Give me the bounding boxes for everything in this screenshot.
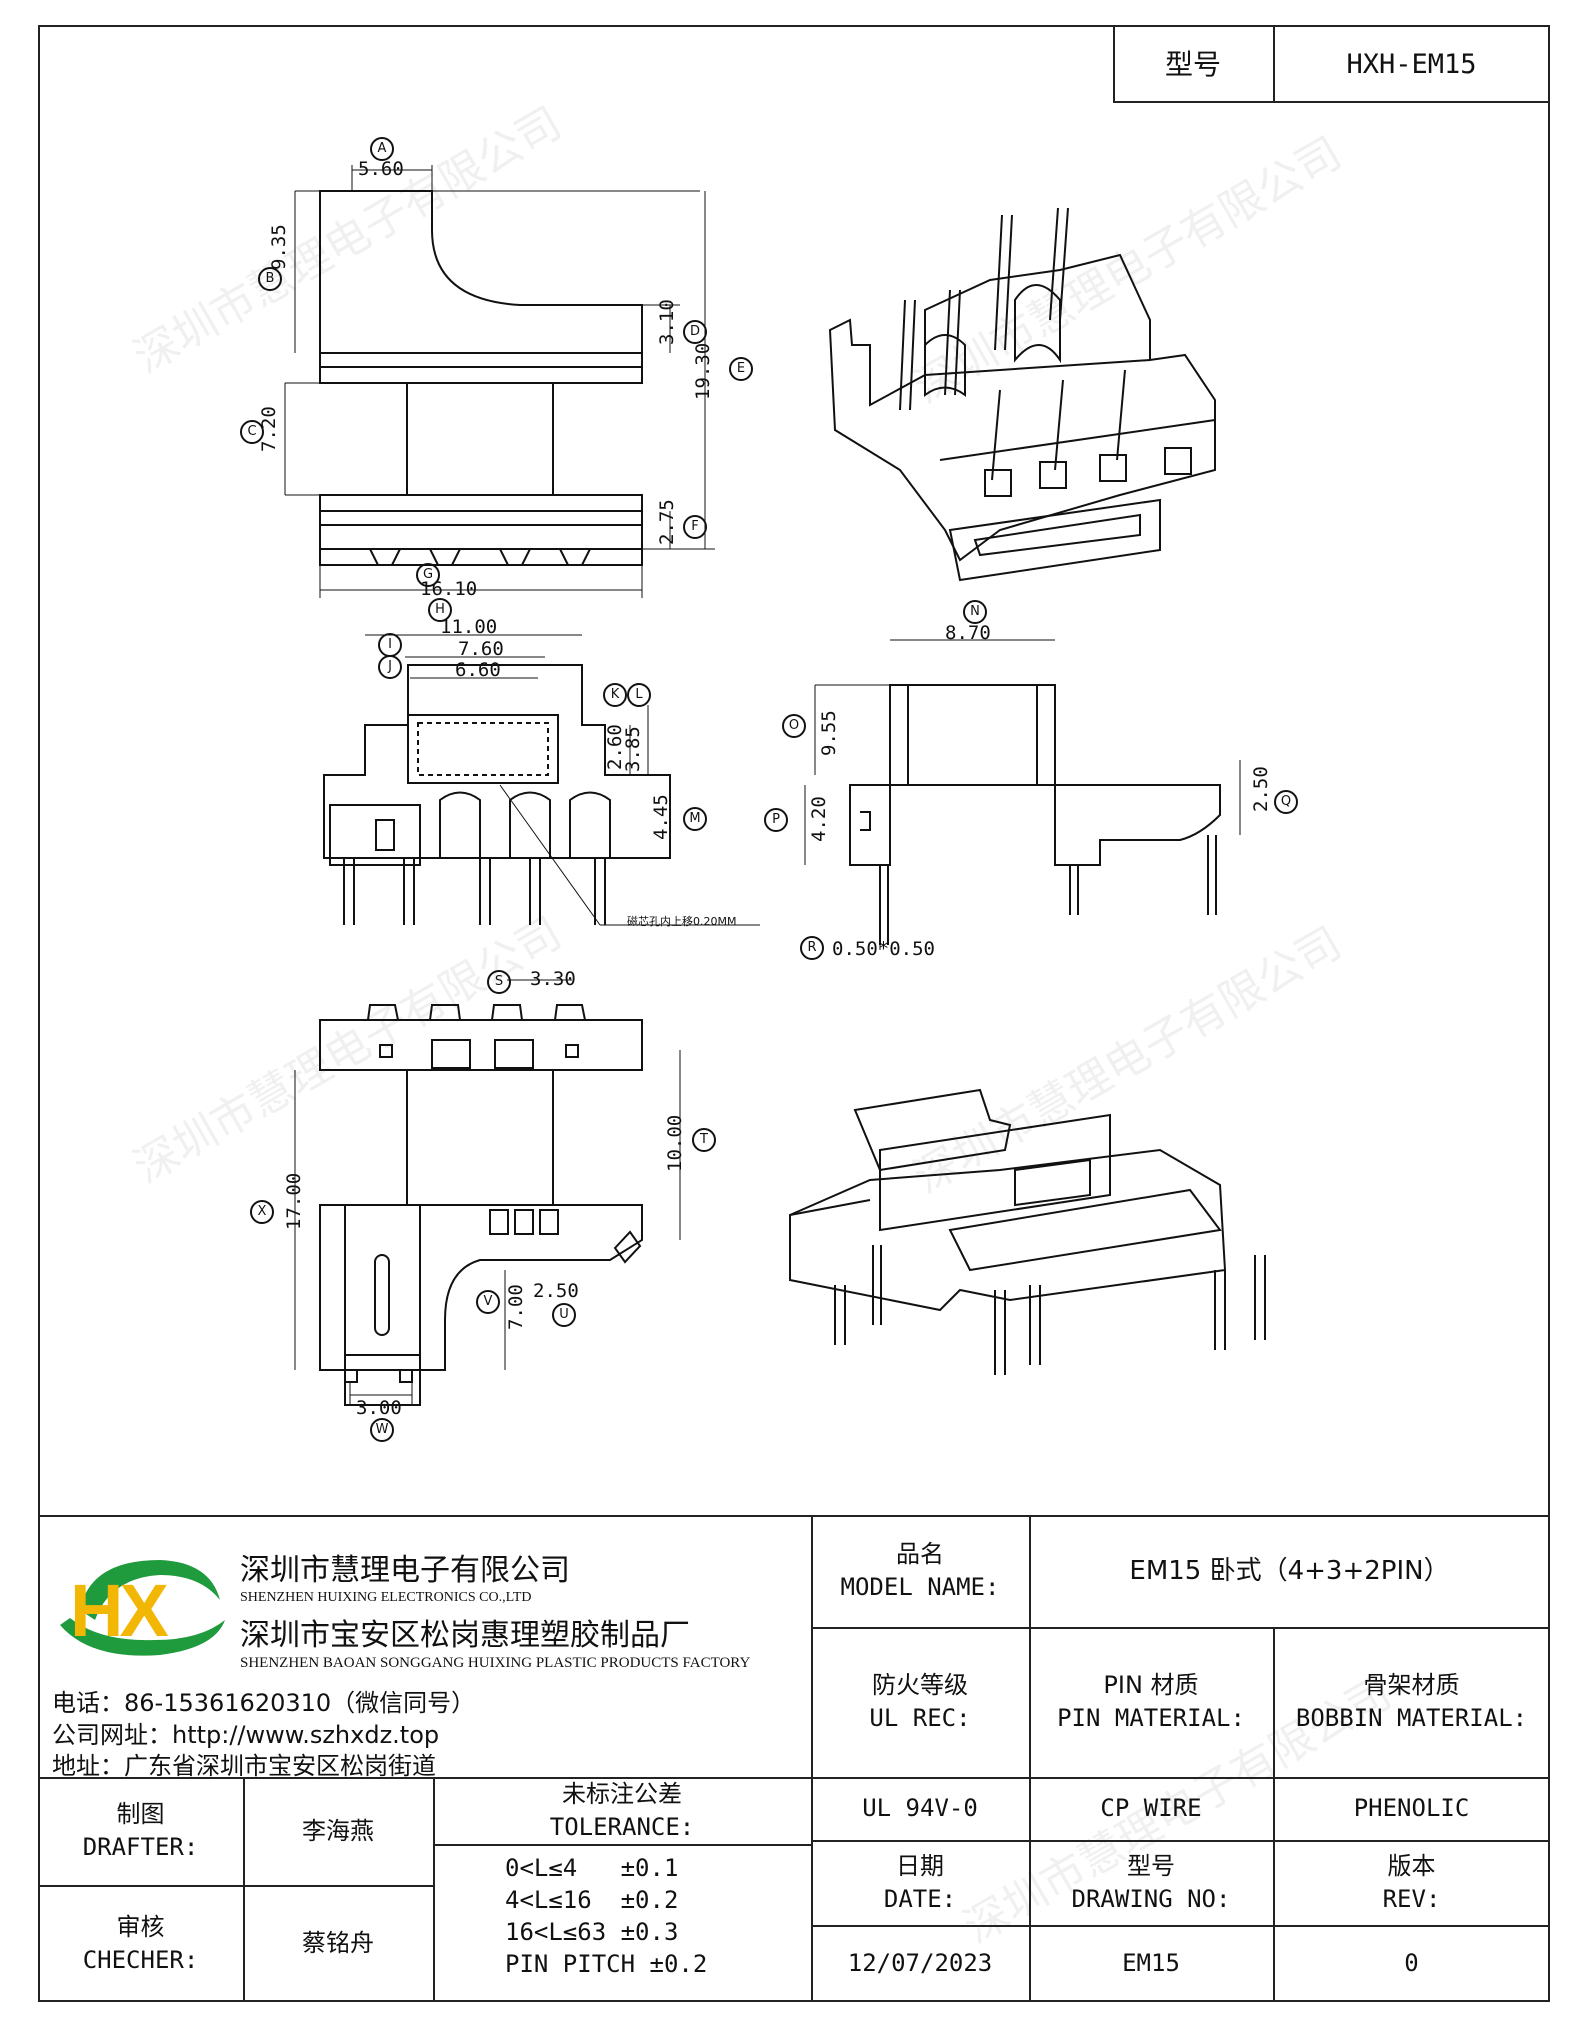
marker-m: M: [683, 807, 707, 831]
contact-website: 公司网址：http://www.szhxdz.top: [52, 1721, 440, 1749]
marker-d: D: [683, 320, 707, 344]
view-front-top: [284, 165, 715, 598]
company-name-cn: 深圳市慧理电子有限公司: [240, 1553, 570, 1588]
drawing-no-value: EM15: [1122, 1949, 1180, 1977]
drafter-value: 李海燕: [302, 1816, 374, 1845]
company-logo: [60, 1560, 225, 1656]
header-value: HXH-EM15: [1346, 48, 1477, 80]
marker-c: C: [240, 420, 264, 444]
contact-phone: 电话：86-15361620310（微信同号）: [52, 1689, 476, 1717]
dimension-labels: 5.60 9.35 7.20 3.10 19.30 2.75 16.10 11.…: [258, 158, 1272, 1419]
factory-name-cn: 深圳市宝安区松岗惠理塑胶制品厂: [240, 1618, 690, 1653]
dim-w: 3.00: [356, 1397, 402, 1419]
marker-o: O: [782, 714, 806, 738]
factory-name-en: SHENZHEN BAOAN SONGGANG HUIXING PLASTIC …: [240, 1655, 751, 1671]
drawing-frame: [38, 25, 1550, 2002]
header-label: 型号: [1164, 47, 1221, 81]
marker-q: Q: [1274, 790, 1298, 814]
marker-a: A: [370, 137, 394, 161]
marker-j: J: [378, 655, 402, 679]
view-iso-bottom: [789, 1088, 1266, 1375]
dim-n: 8.70: [945, 622, 991, 644]
marker-b: B: [258, 267, 282, 291]
dim-r: 0.50*0.50: [832, 938, 935, 960]
marker-k: K: [603, 683, 627, 707]
company-name-en: SHENZHEN HUIXING ELECTRONICS CO.,LTD: [240, 1590, 532, 1605]
view-side-section: [323, 634, 760, 926]
marker-l: L: [627, 683, 651, 707]
rev-value: 0: [1404, 1949, 1419, 1977]
dim-h: 11.00: [440, 616, 498, 638]
dim-a: 5.60: [358, 158, 404, 180]
technical-drawing: [284, 165, 1266, 1406]
dim-i: 7.60: [458, 638, 504, 660]
marker-u: U: [552, 1303, 576, 1327]
header-box: [1113, 25, 1550, 103]
marker-t: T: [692, 1128, 716, 1152]
bobbin-material-value: PHENOLIC: [1353, 1794, 1470, 1822]
view-iso-top: [828, 207, 1216, 582]
tolerance-line: 16<L≤63 ±0.3: [505, 1918, 679, 1946]
tolerance-line: 0<L≤4 ±0.1: [505, 1854, 679, 1882]
model-name-value: EM15 卧式（4+3+2PIN）: [1129, 1555, 1450, 1586]
marker-w: W: [370, 1418, 394, 1442]
dimension-markers: A B C D E F G H I J K L M N O P Q R S T …: [240, 137, 1298, 1442]
marker-n: N: [963, 600, 987, 624]
tolerance-values: 0<L≤4 ±0.1 4<L≤16 ±0.2 16<L≤63 ±0.3 PIN …: [505, 1852, 707, 1980]
marker-g: G: [416, 563, 440, 587]
marker-r: R: [800, 936, 824, 960]
marker-e: E: [729, 357, 753, 381]
contact-address: 地址：广东省深圳市宝安区松岗街道: [52, 1752, 436, 1780]
marker-v: V: [476, 1290, 500, 1314]
core-hole-note: 磁芯孔内上移0.20MM: [627, 915, 737, 928]
view-bottom-plan: [294, 979, 681, 1406]
checker-value: 蔡铭舟: [302, 1929, 374, 1957]
tolerance-line: PIN PITCH ±0.2: [505, 1950, 708, 1978]
marker-h: H: [428, 598, 452, 622]
marker-p: P: [764, 808, 788, 832]
dim-j: 6.60: [455, 659, 501, 681]
view-side-right: [804, 639, 1241, 950]
logo-text: HX: [70, 1569, 169, 1652]
marker-x: X: [250, 1200, 274, 1224]
ul-rec-value: UL 94V-0: [862, 1794, 978, 1822]
marker-s: S: [487, 970, 511, 994]
date-value: 12/07/2023: [847, 1949, 993, 1977]
pin-material-value: CP WIRE: [1100, 1794, 1202, 1822]
dim-u: 2.50: [533, 1280, 579, 1302]
dim-s: 3.30: [530, 968, 576, 990]
titleblock-top: [38, 1515, 1550, 1517]
marker-f: F: [683, 515, 707, 539]
marker-i: I: [378, 633, 402, 657]
tolerance-line: 4<L≤16 ±0.2: [505, 1886, 679, 1914]
